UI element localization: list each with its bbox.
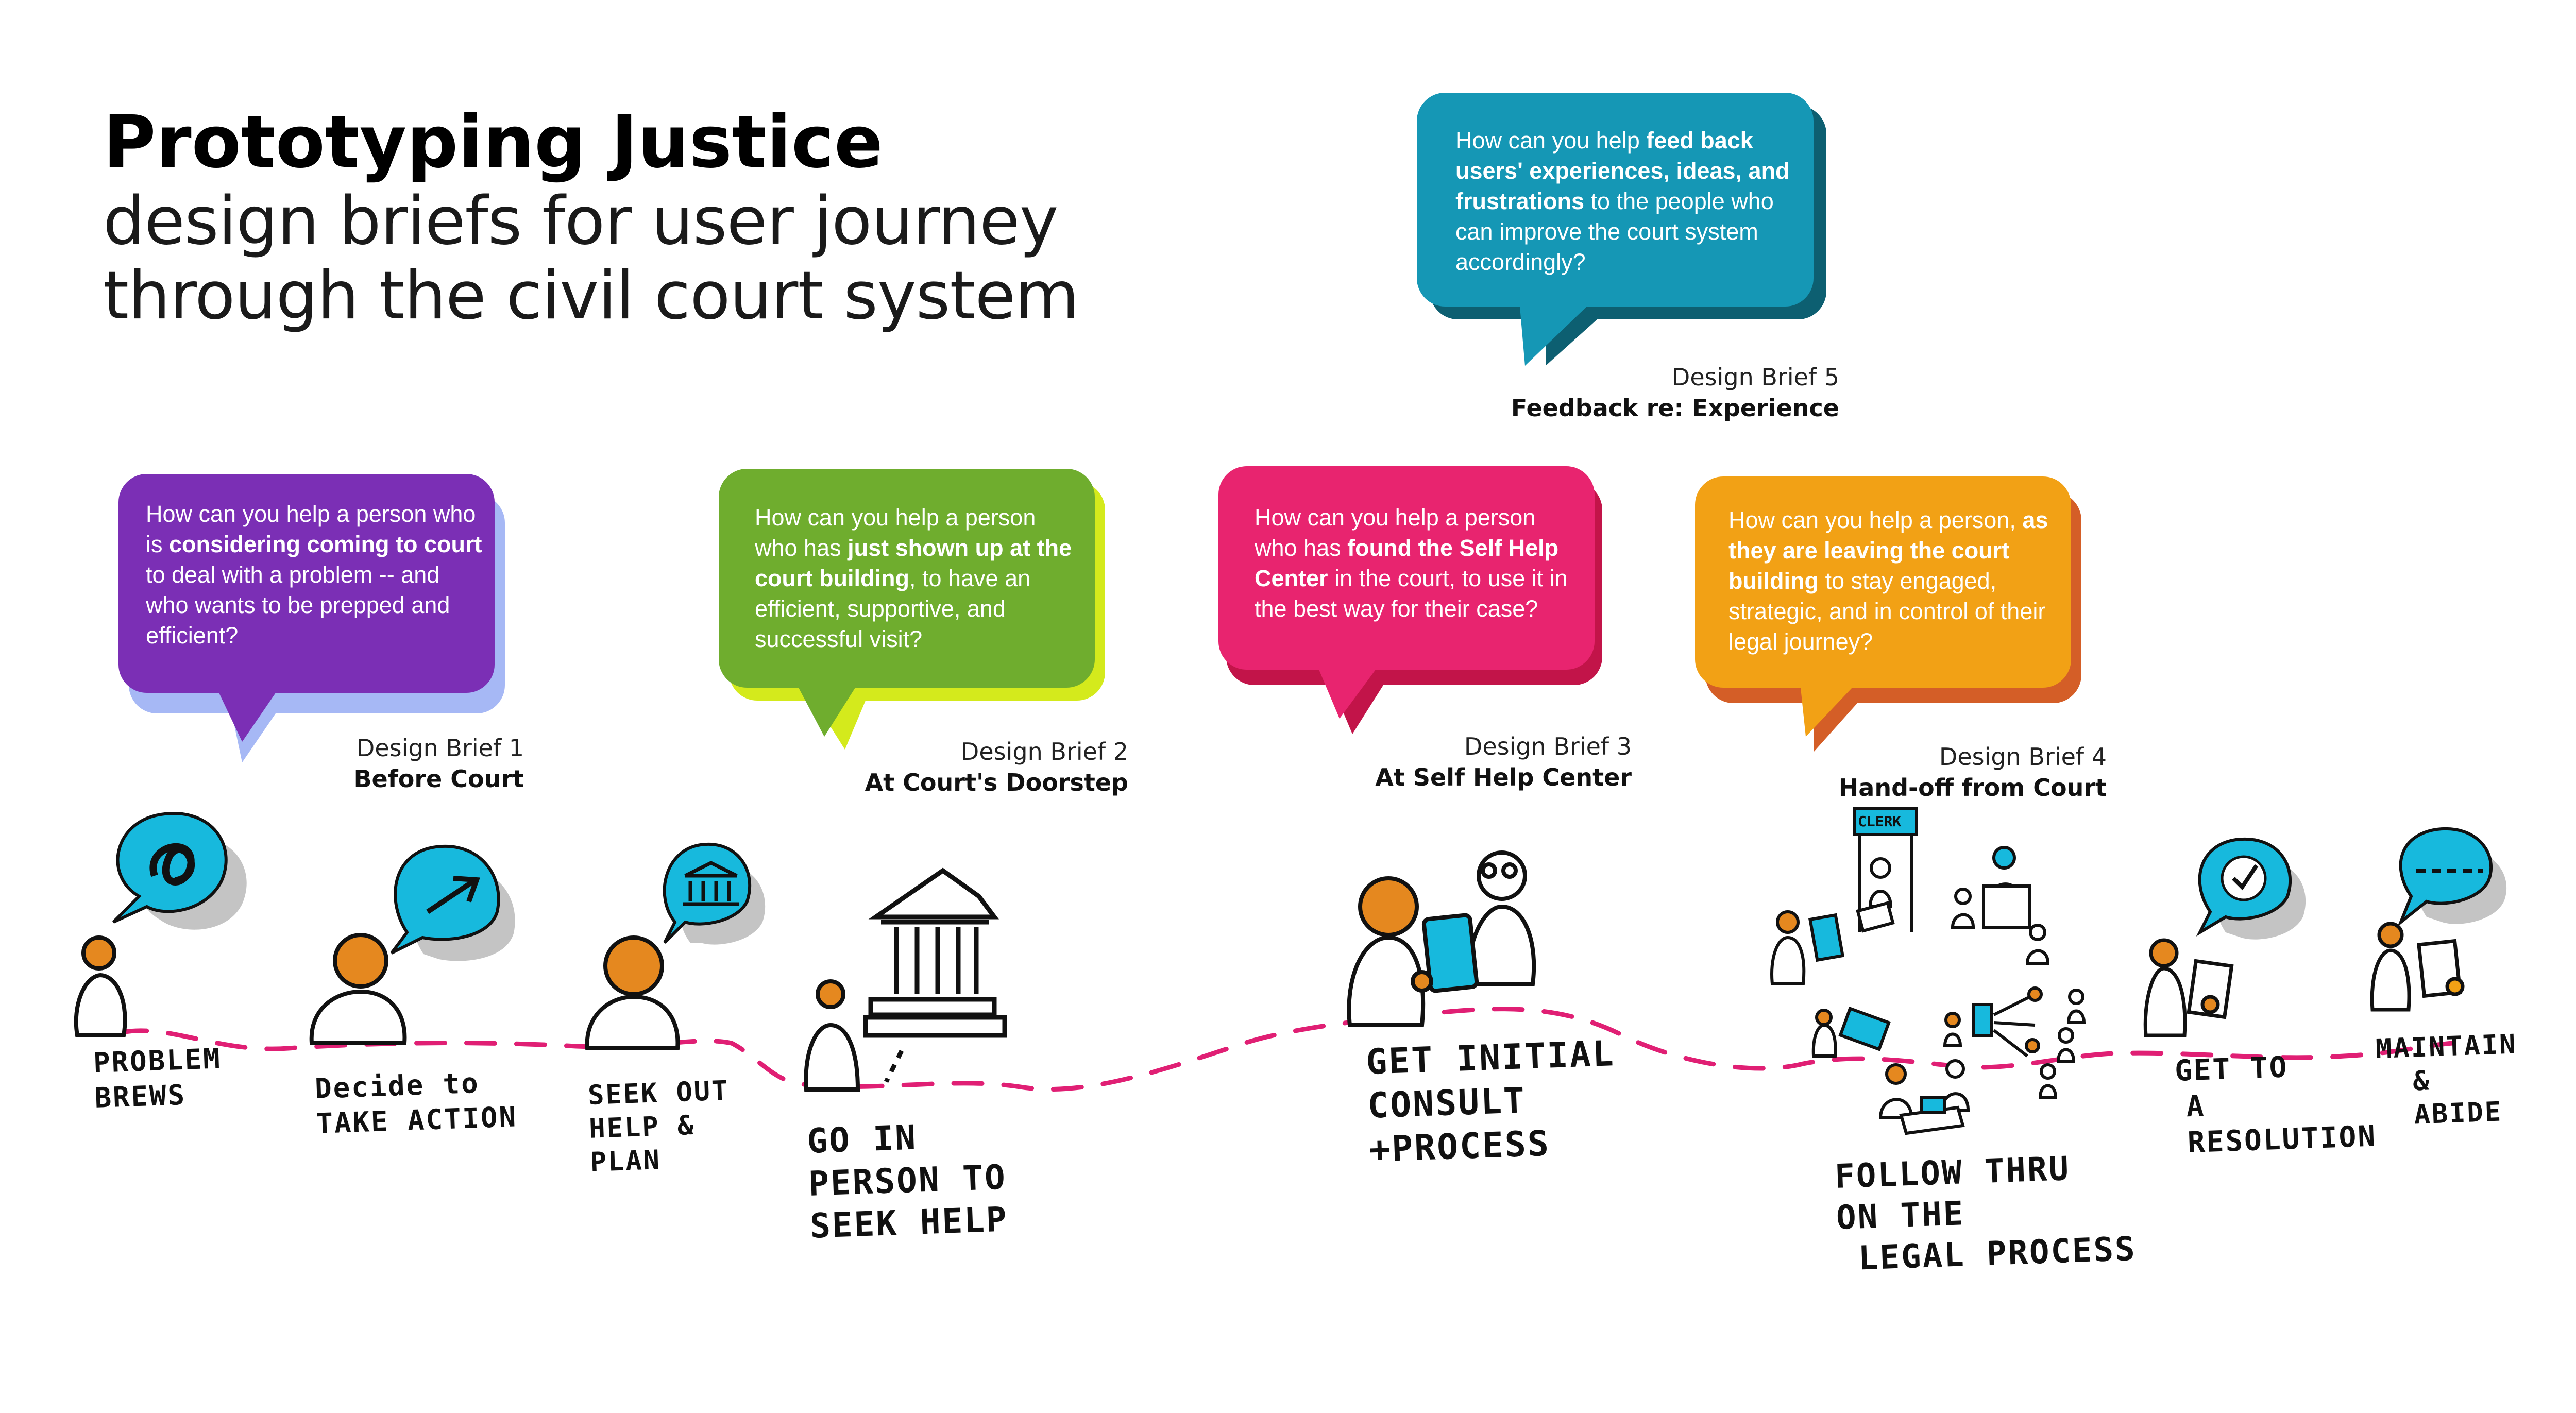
stage-8-figure <box>2370 922 2465 1012</box>
brief-3-title: At Self Help Center <box>1375 763 1632 791</box>
brief-2-question: How can you help a person who has just s… <box>755 504 1072 652</box>
journey-path <box>116 1007 2455 1092</box>
brief-3-question: How can you help a person who has found … <box>1255 504 1568 622</box>
arrow-thought-icon <box>390 845 515 961</box>
court-thought-icon <box>663 842 766 945</box>
brief-1-title: Before Court <box>353 765 524 793</box>
courthouse-icon <box>863 867 1007 1083</box>
stage-7-figure <box>2143 938 2234 1037</box>
scribble-thought-icon <box>112 812 247 930</box>
clerk-sign-label: CLERK <box>1858 813 1902 830</box>
chat-thought-icon <box>2397 827 2507 927</box>
brief-5-number: Design Brief 5 <box>1671 363 1839 391</box>
stage-2-figure <box>309 933 407 1045</box>
brief-3-bubble <box>1218 466 1602 734</box>
brief-5-title: Feedback re: Experience <box>1511 394 1839 422</box>
brief-5-question: How can you help feed back users' experi… <box>1455 127 1790 275</box>
stage-1-figure <box>74 935 127 1037</box>
brief-4-question: How can you help a person, as they are l… <box>1728 507 2048 655</box>
stage-5-figures <box>1347 850 1536 1027</box>
brief-2-number: Design Brief 2 <box>960 738 1128 765</box>
brief-4-title: Hand-off from Court <box>1838 774 2107 802</box>
stage-3-figure <box>585 935 680 1050</box>
brief-4-bubble <box>1695 476 2081 752</box>
page-title: Prototyping Justice <box>103 100 883 184</box>
stage-4-figure <box>804 979 860 1092</box>
brief-4-number: Design Brief 4 <box>1939 743 2107 771</box>
stage-8-label: MAINTAIN&ABIDE <box>2375 1029 2518 1131</box>
brief-2-title: At Court's Doorstep <box>865 769 1128 796</box>
brief-1-number: Design Brief 1 <box>356 734 524 762</box>
stage-6-figures <box>1770 807 2086 1135</box>
brief-5-bubble <box>1417 93 1826 366</box>
page-subtitle-line-2: through the civil court system <box>103 258 1079 334</box>
brief-1-question: How can you help a person who is conside… <box>146 501 482 649</box>
page-subtitle-line-1: design briefs for user journey <box>103 183 1058 260</box>
brief-2-bubble <box>719 469 1105 750</box>
brief-1-bubble <box>118 474 505 762</box>
brief-3-number: Design Brief 3 <box>1464 733 1632 760</box>
checkmark-thought-icon <box>2196 837 2306 940</box>
